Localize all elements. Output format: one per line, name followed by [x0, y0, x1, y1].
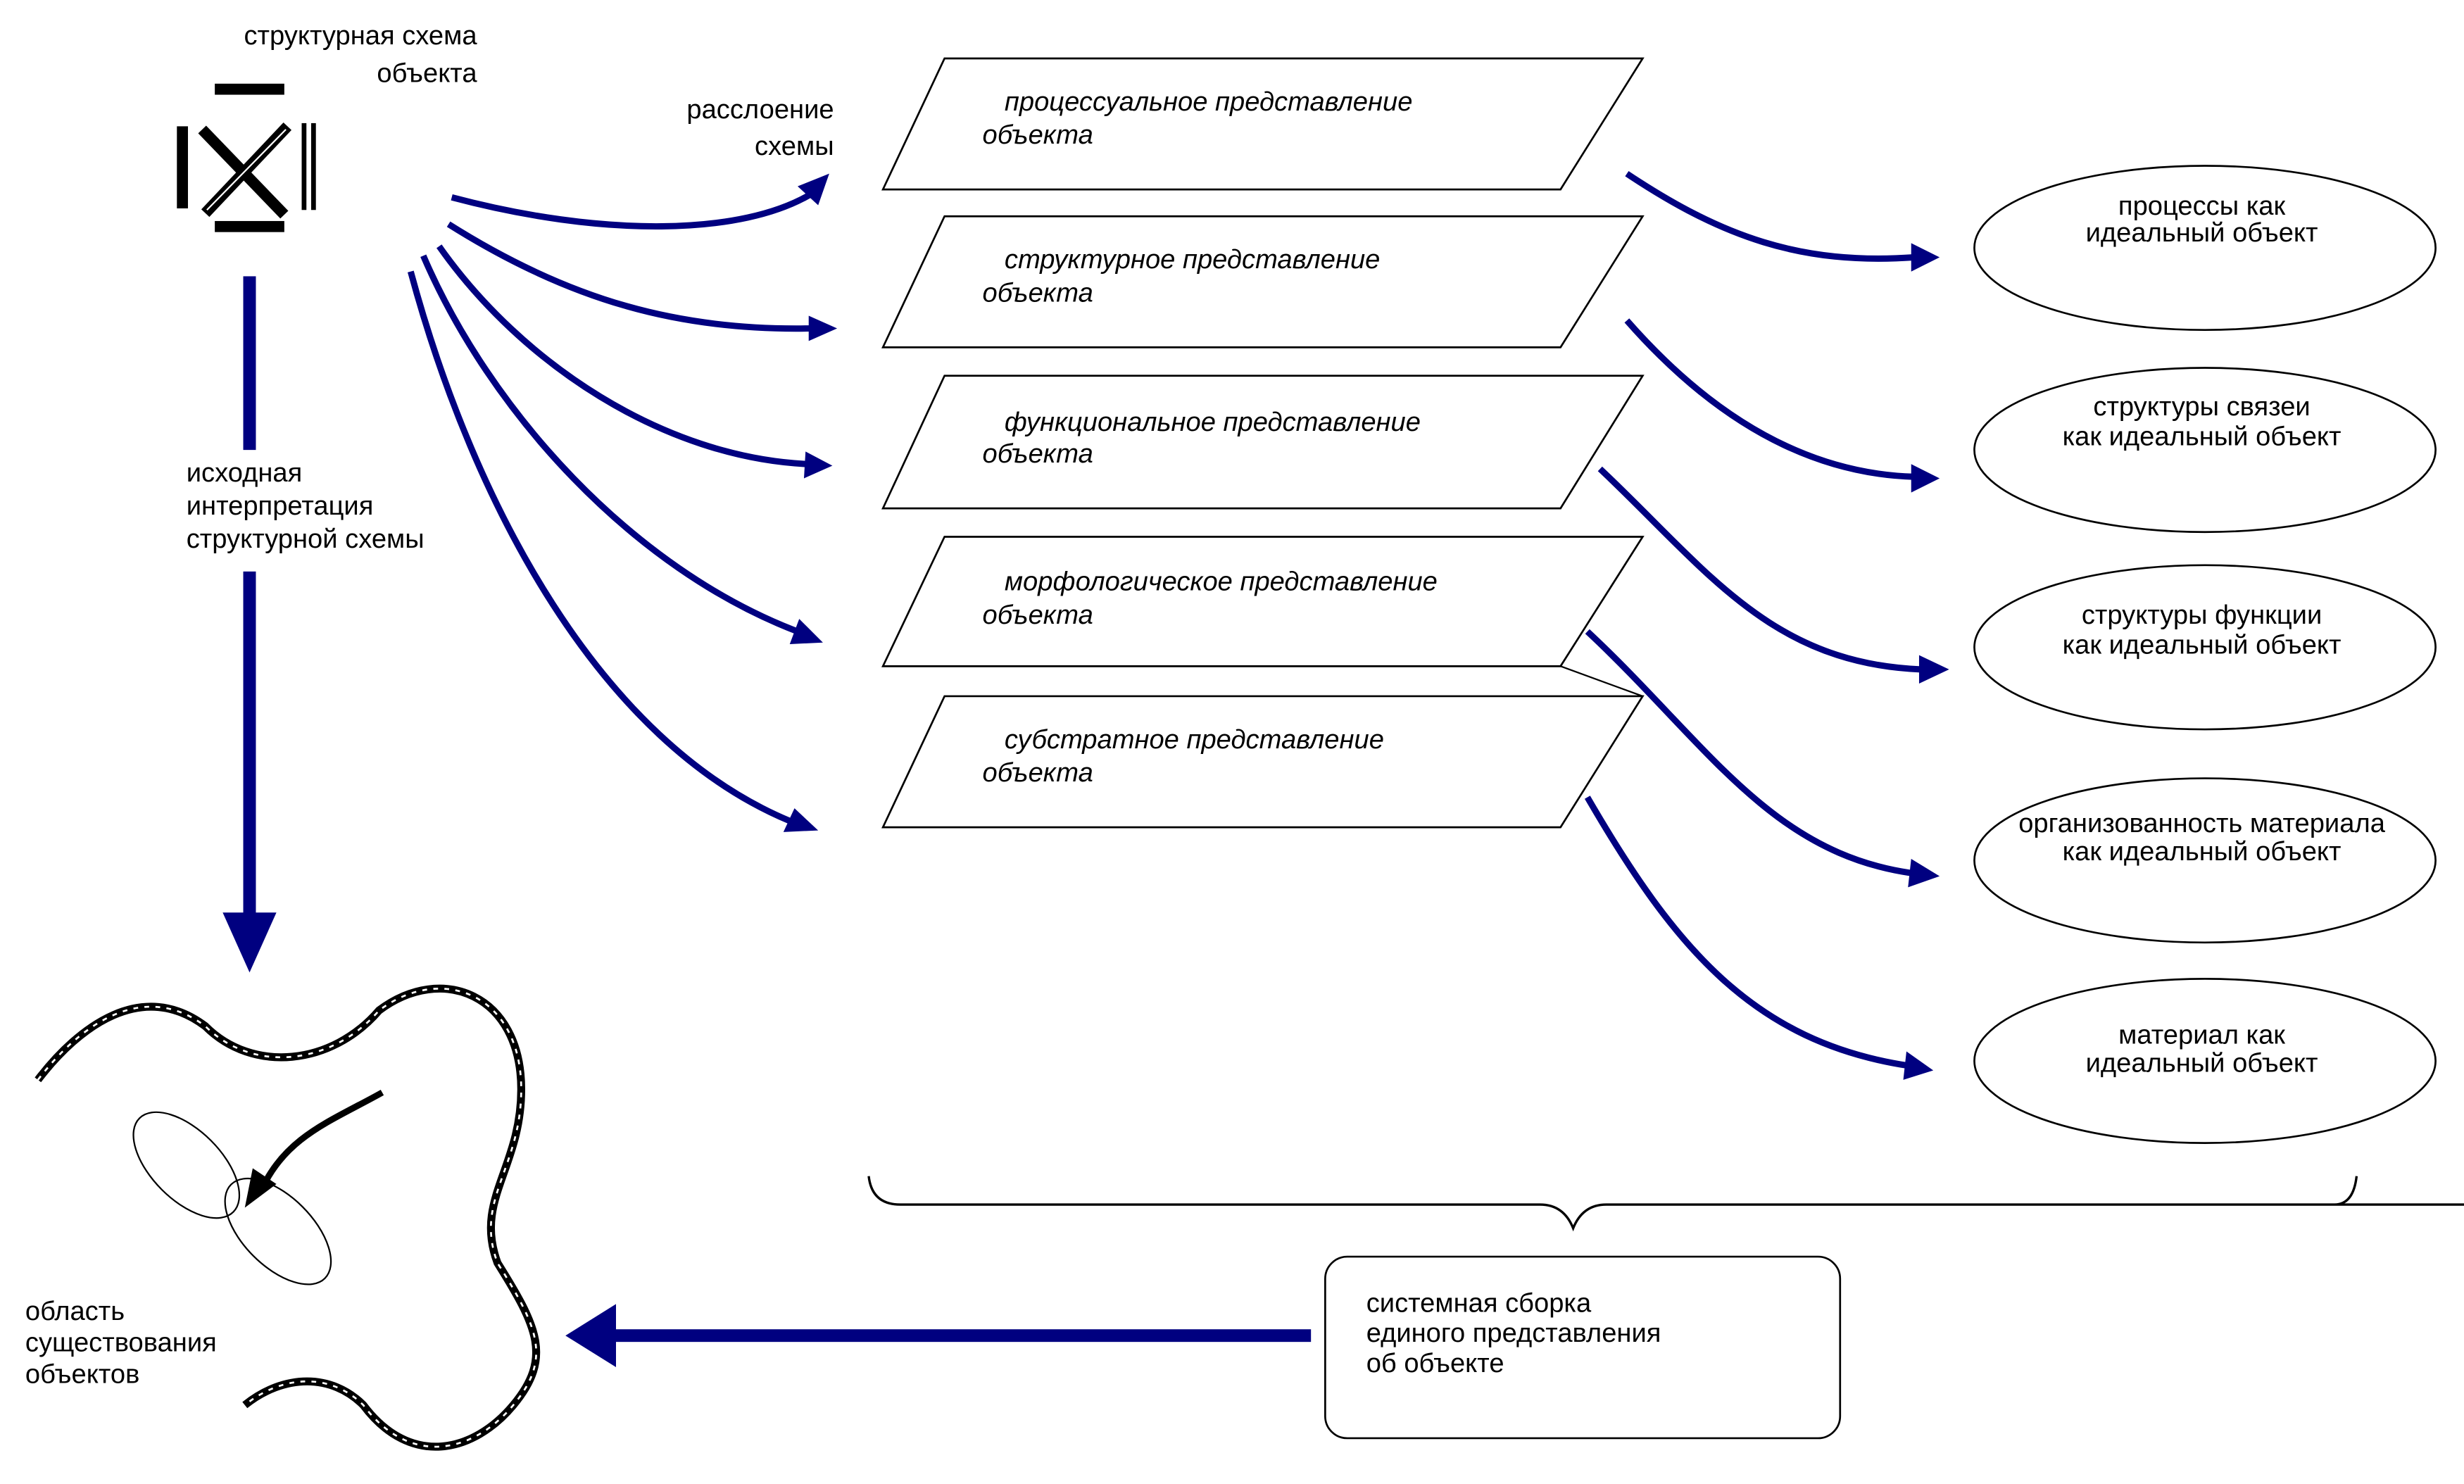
- ideal-object-text-line2: идеальный объект: [2086, 218, 2318, 248]
- ideal-object-text-line1: процессы как: [2118, 191, 2286, 221]
- stratification-label-line1: расслоение: [686, 94, 834, 125]
- arrow-to-material: [1584, 796, 1909, 1069]
- source-title-line1: структурная схема: [244, 20, 477, 51]
- stratification-arrows: [408, 173, 838, 832]
- arrow-to-organization: [1585, 629, 1912, 876]
- representation-morphological: морфологическое представление объекта: [881, 536, 1645, 667]
- representation-text-line1: субстратное представление: [1005, 724, 1384, 755]
- representation-text-line1: морфологическое представление: [1005, 567, 1438, 597]
- ideal-object-text-line1: структуры функции: [2082, 600, 2322, 630]
- assembly-text-line2: единого представления: [1366, 1318, 1661, 1348]
- representation-structural: структурное представление объекта: [881, 215, 1645, 348]
- arrow-to-processes: [1625, 170, 1915, 262]
- arrowhead: [798, 173, 829, 206]
- representation-functional: функциональное представление объекта: [881, 375, 1645, 510]
- representation-text-line2: объекта: [983, 277, 1093, 308]
- arrow-to-structural: [446, 221, 814, 332]
- arrowhead: [783, 808, 819, 832]
- domain-objects-icon: [132, 1089, 384, 1285]
- arrow-to-morphological: [420, 254, 799, 635]
- grouping-brace: [867, 1176, 2464, 1232]
- arrow-to-functional: [436, 244, 809, 467]
- arrow-to-connections: [1624, 318, 1915, 480]
- interpretation-label-line3: структурной схемы: [187, 524, 425, 554]
- interpretation-label-line1: исходная: [187, 458, 303, 488]
- ideal-object-text-line2: идеальный объект: [2086, 1048, 2318, 1079]
- ideal-object-text-line2: как идеальный объект: [2063, 421, 2342, 451]
- representation-text-line2: объекта: [983, 120, 1093, 150]
- arrowhead: [1903, 1051, 1934, 1080]
- ideal-object-functions: структуры функции как идеальный объект: [1973, 564, 2437, 731]
- ideal-object-processes: процессы как идеальный объект: [1973, 165, 2437, 332]
- representation-text-line2: объекта: [983, 757, 1093, 788]
- assembly-text-line1: системная сборка: [1366, 1288, 1592, 1319]
- arrowhead: [808, 315, 838, 341]
- domain-label-line2: существования: [25, 1328, 217, 1358]
- arrowhead: [1918, 655, 1949, 684]
- ideal-object-text-line1: структуры связеи: [2093, 391, 2310, 422]
- arrowhead: [789, 619, 823, 644]
- ideal-object-connections: структуры связеи как идеальный объект: [1973, 367, 2437, 534]
- ideal-object-text-line2: как идеальный объект: [2063, 629, 2342, 660]
- arrowhead: [803, 451, 833, 479]
- domain-blob: [34, 984, 541, 1451]
- representation-text-line1: функциональное представление: [1005, 407, 1421, 437]
- domain-label-line1: область: [25, 1296, 125, 1326]
- representation-processual: процессуальное представление объекта: [881, 57, 1645, 191]
- ideal-object-organization: организованность материала как идеальный…: [1973, 777, 2437, 944]
- arrowhead: [1908, 858, 1940, 888]
- ideal-object-text-line2: как идеальный объект: [2063, 836, 2342, 867]
- arrowhead: [1911, 243, 1940, 272]
- arrow-to-substrate: [408, 270, 791, 824]
- representation-text-line2: объекта: [983, 600, 1093, 630]
- domain-label-line3: объектов: [25, 1359, 139, 1389]
- assembly-arrow: [565, 1304, 1312, 1368]
- interpretation-arrow: [222, 276, 277, 973]
- representation-text-line1: процессуальное представление: [1005, 87, 1413, 117]
- representation-text-line2: объекта: [983, 439, 1093, 469]
- assembly-text-line3: об объекте: [1366, 1348, 1504, 1378]
- structural-scheme-icon: [177, 83, 316, 232]
- interpretation-label-line2: интерпретация: [187, 491, 374, 521]
- assembly-box: системная сборка единого представления о…: [1324, 1255, 1842, 1440]
- ideal-object-text-line1: организованность материала: [2018, 808, 2385, 838]
- ideal-object-text-line1: материал как: [2118, 1019, 2285, 1050]
- ideal-object-arrows: [1560, 170, 1949, 1080]
- stratification-label-line2: схемы: [755, 131, 834, 161]
- arrowhead: [1911, 464, 1940, 493]
- arrow-to-processual: [451, 189, 815, 230]
- arrow-to-functions: [1597, 466, 1921, 673]
- source-title-line2: объекта: [377, 58, 477, 89]
- ideal-object-material: материал как идеальный объект: [1973, 978, 2437, 1144]
- representation-substrate: субстратное представление объекта: [881, 695, 1645, 829]
- representation-text-line1: структурное представление: [1005, 244, 1380, 275]
